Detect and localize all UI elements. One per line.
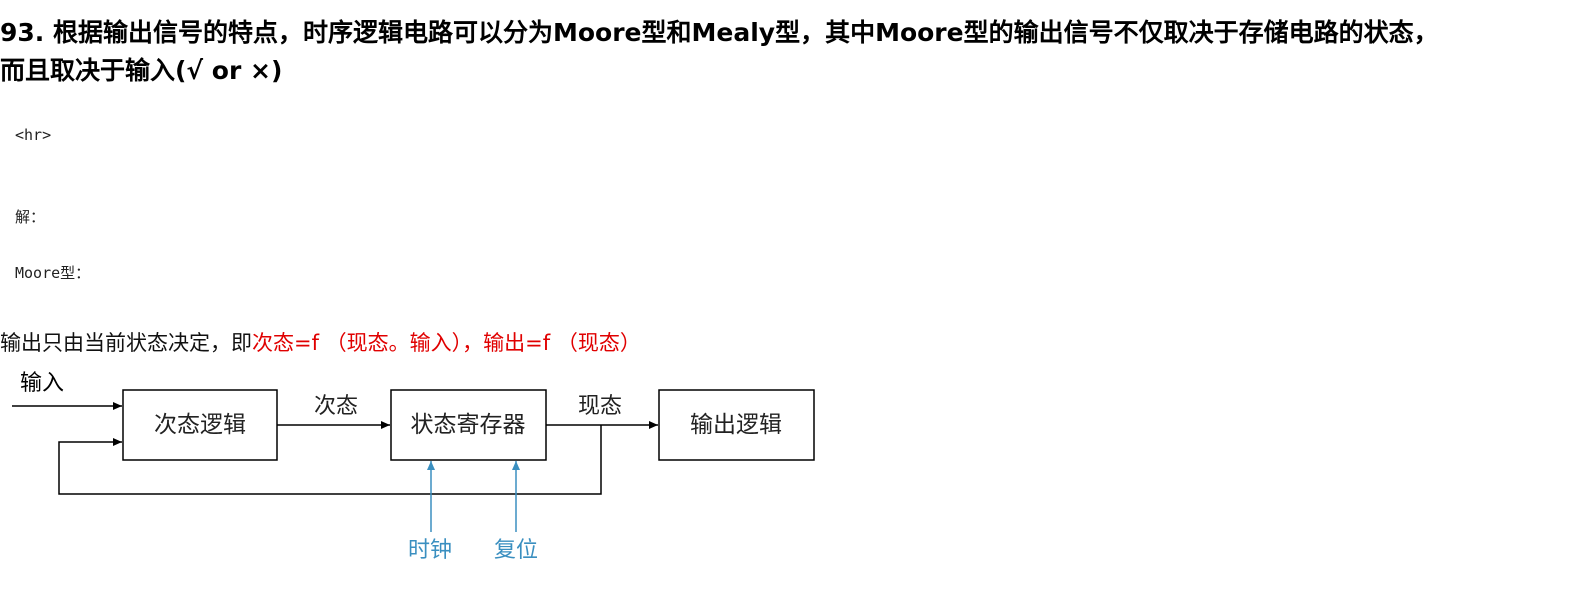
moore-label: Moore型： [15,264,91,282]
next-state-label: 次态 [314,394,358,419]
question-title: 93. 根据输出信号的特点，时序逻辑电路可以分为Moore型和Mealy型，其中… [0,14,1580,90]
answer-line: 输出只由当前状态决定，即次态=f （现态。输入），输出=f （现态） [0,327,641,357]
answer-prefix: 输出只由当前状态决定，即 [0,331,252,355]
output-logic-block [658,389,815,461]
solution-label: 解： [15,208,46,226]
state-register-label: 状态寄存器 [411,412,526,438]
question-line-2: 而且取决于输入(√ or ×) [0,56,283,85]
feedback-path [58,425,602,495]
hr-text: <hr> [15,126,52,144]
next-state-logic-label: 次态逻辑 [154,412,246,438]
input-label: 输入 [20,371,64,396]
output-logic-label: 输出逻辑 [690,412,782,438]
current-state-label: 现态 [578,394,622,419]
reset-label: 复位 [494,538,538,563]
clock-label: 时钟 [408,538,452,563]
state-register-block [390,389,547,461]
answer-formula: 次态=f （现态。输入），输出=f （现态） [252,331,641,355]
moore-block-diagram: 输入 次态逻辑 次态 状态寄存器 现态 输出逻辑 时钟 复位 [12,371,815,563]
question-line-1: 93. 根据输出信号的特点，时序逻辑电路可以分为Moore型和Mealy型，其中… [0,18,1439,47]
